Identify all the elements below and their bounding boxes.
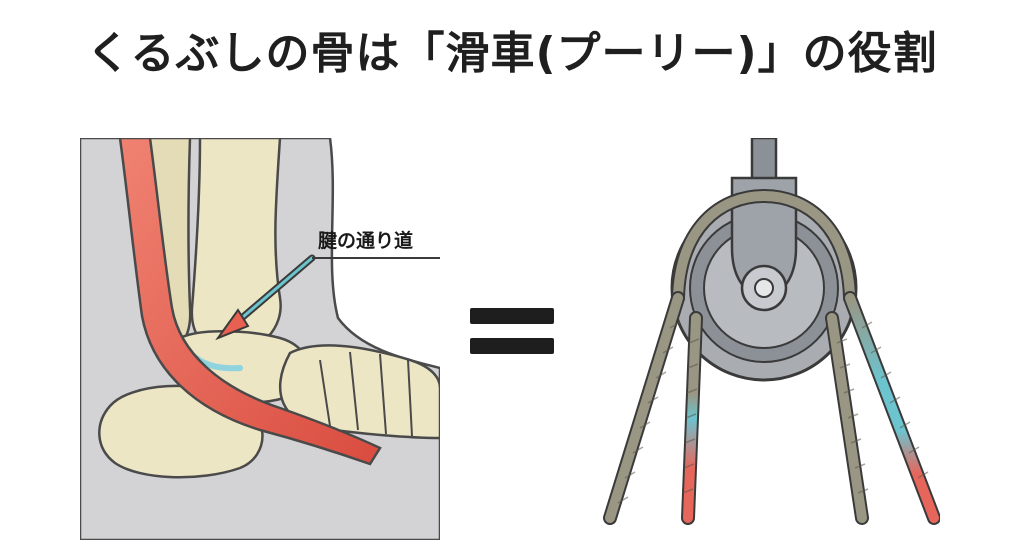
rope-twist-texture [617, 321, 929, 504]
rope-right-outer-fill [845, 293, 939, 523]
tendon-path-label: 腱の通り道 [318, 230, 414, 252]
rope-left-inner-fill [683, 313, 701, 523]
ankle-illustration [78, 136, 456, 542]
equals-sign-icon [470, 300, 554, 362]
metatarsal-lines [319, 351, 413, 437]
pulley-svg [603, 136, 941, 525]
peroneal-tendon [118, 136, 382, 466]
equals-bar-bottom [470, 338, 554, 354]
callout-arrowhead [215, 308, 250, 341]
ankle-svg [78, 136, 456, 542]
page-title: くるぶしの骨は「滑車(プーリー)」の役割 [86, 28, 938, 79]
pulley-axle-hole [754, 278, 774, 298]
pulley-illustration [600, 136, 941, 528]
rope-over-wheel-fill [673, 190, 855, 303]
callout-arrow-inner [228, 256, 314, 330]
rope-left-outer-fill [605, 293, 683, 523]
rope-right-inner-fill [827, 313, 867, 523]
equals-bar-top [470, 308, 554, 324]
